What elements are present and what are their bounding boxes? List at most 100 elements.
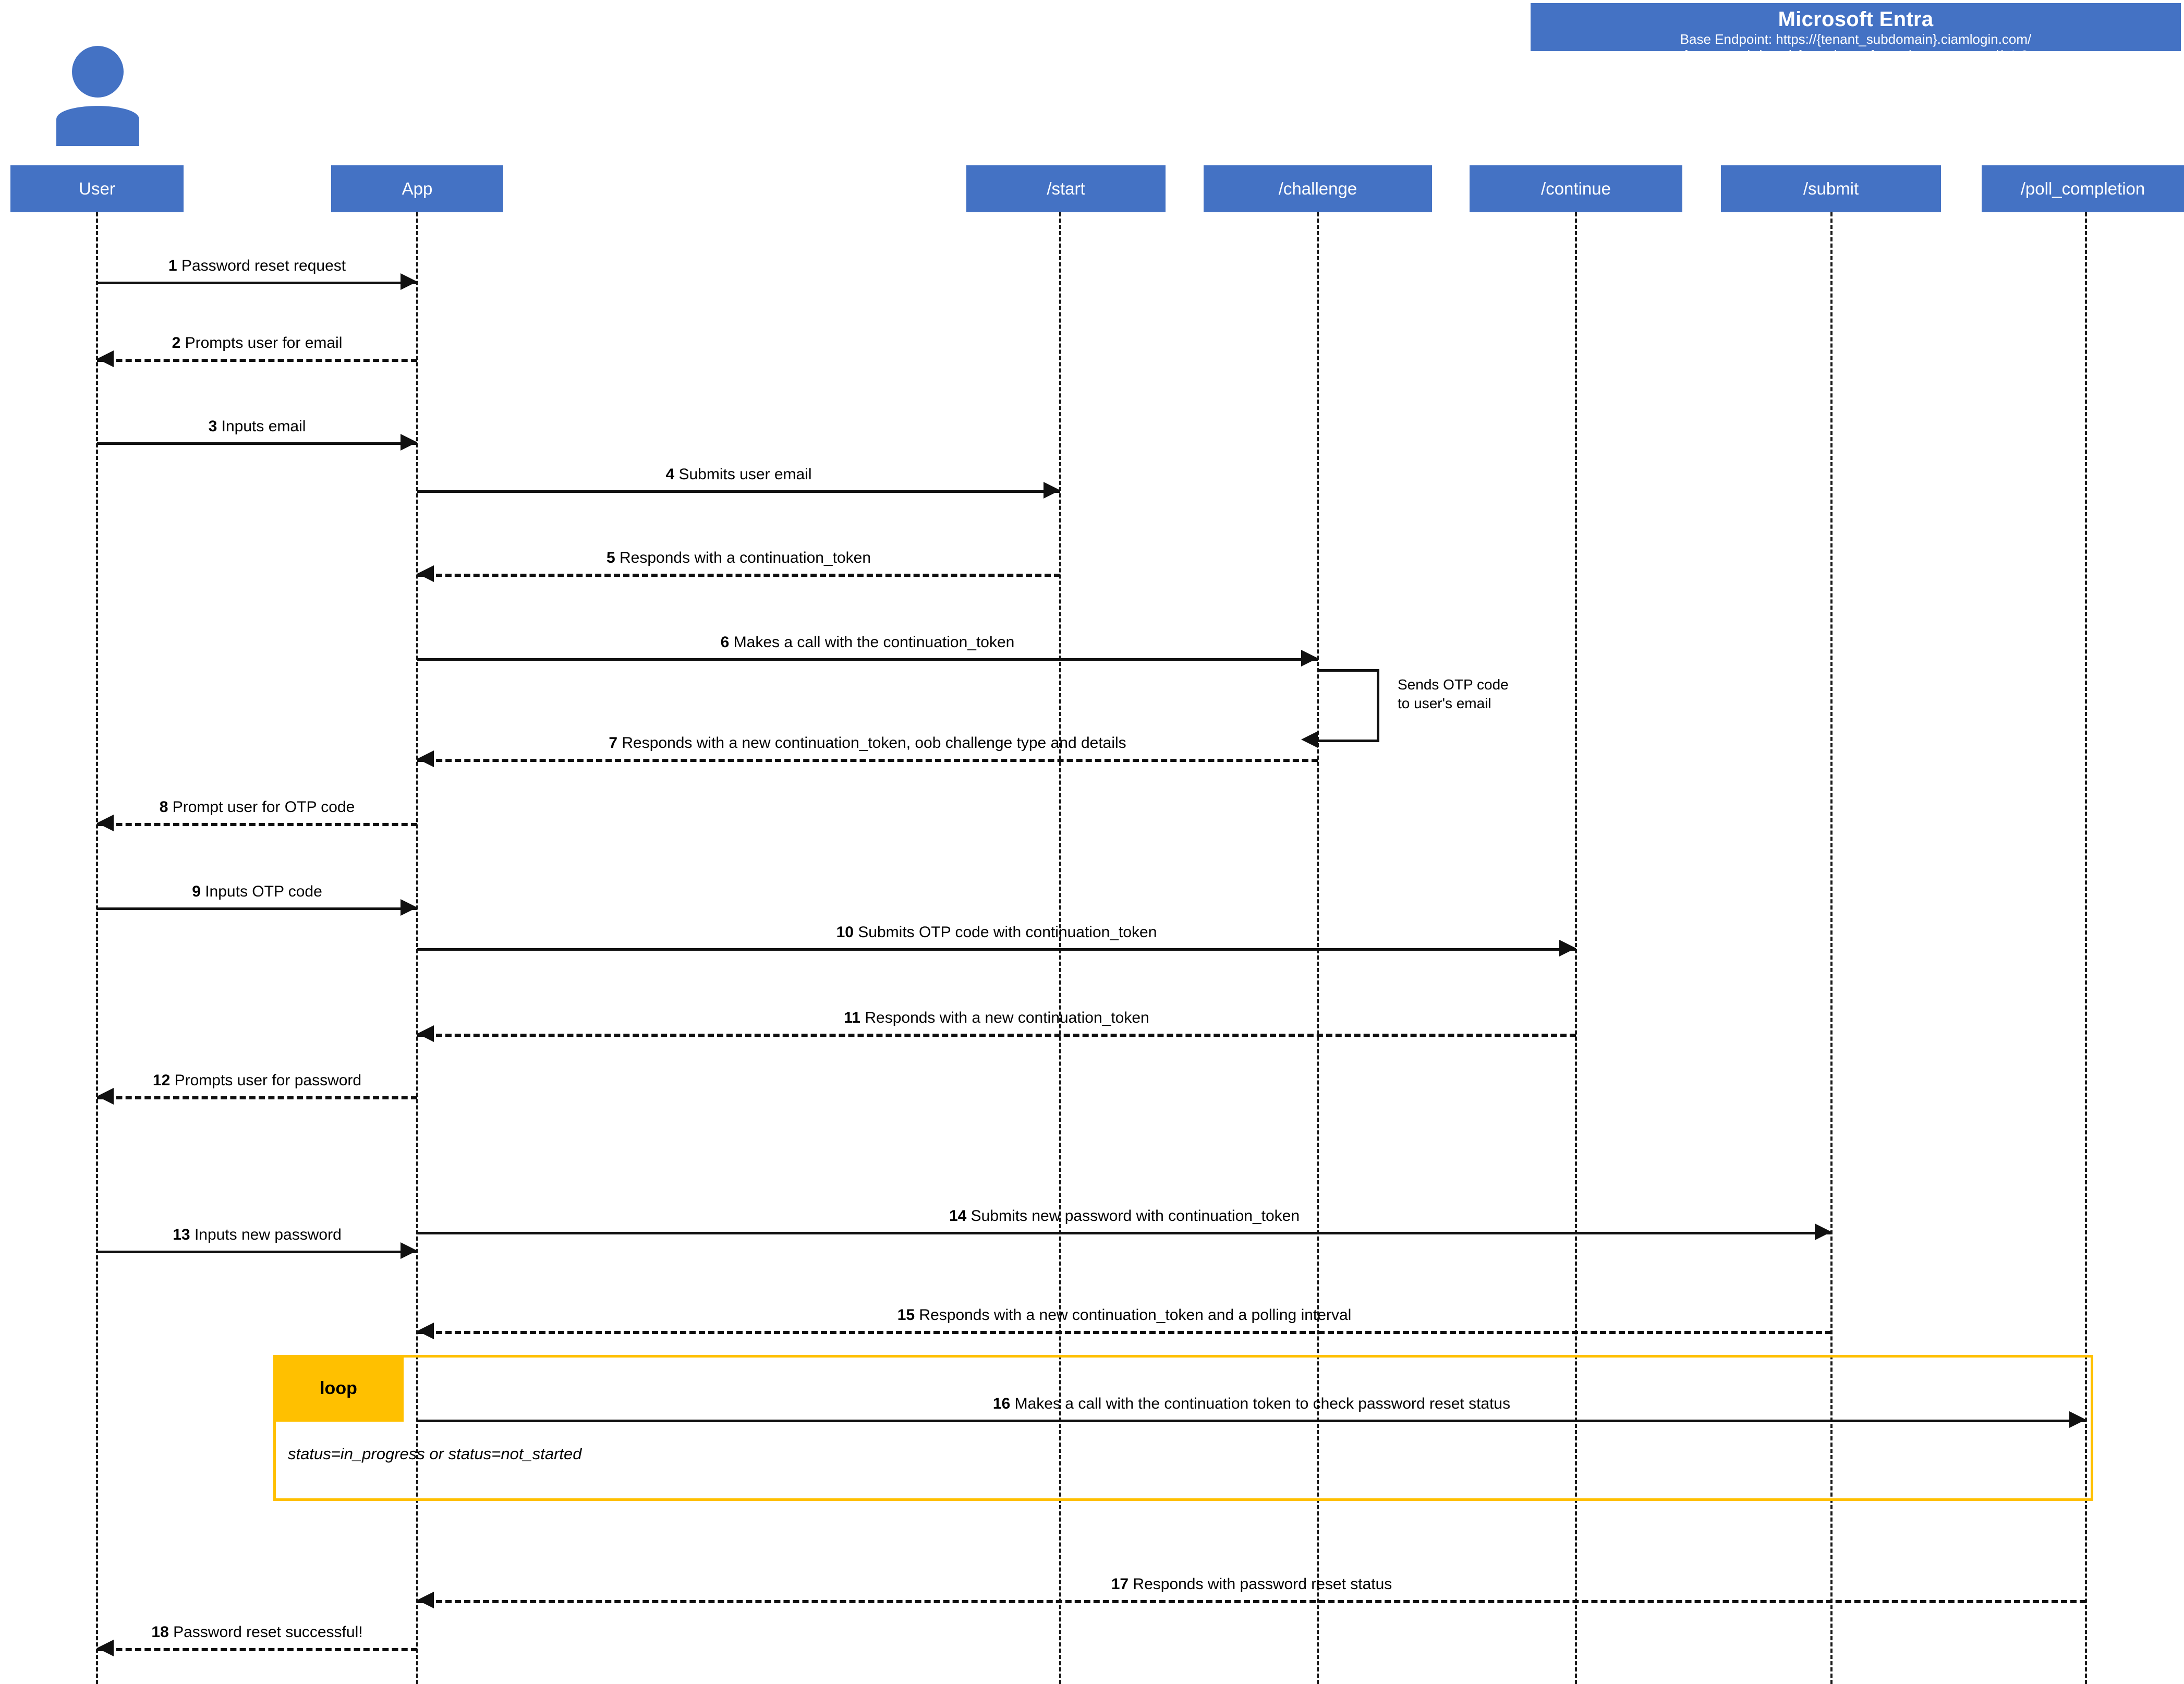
participant-box-start[interactable]: /start bbox=[966, 165, 1166, 212]
message-line-8 bbox=[97, 823, 417, 826]
participant-box-app[interactable]: App bbox=[331, 165, 503, 212]
lifeline-poll_completion bbox=[2085, 212, 2087, 1684]
message-arrowhead-icon-14 bbox=[1815, 1223, 1831, 1240]
message-line-16 bbox=[417, 1420, 2086, 1422]
message-text-14: Submits new password with continuation_t… bbox=[970, 1207, 1300, 1225]
message-line-2 bbox=[97, 359, 417, 362]
message-text-12: Prompts user for password bbox=[174, 1072, 362, 1089]
message-text-7: Responds with a new continuation_token, … bbox=[622, 734, 1126, 752]
message-text-2: Prompts user for email bbox=[185, 334, 343, 352]
message-line-6 bbox=[417, 658, 1318, 661]
message-number-16: 16 bbox=[992, 1395, 1011, 1412]
message-text-1: Password reset request bbox=[181, 257, 346, 274]
message-text-17: Responds with password reset status bbox=[1133, 1576, 1392, 1593]
entra-banner-subtitle-line1: Base Endpoint: https://{tenant_subdomain… bbox=[1680, 31, 2032, 47]
participant-box-poll_completion[interactable]: /poll_completion bbox=[1982, 165, 2184, 212]
message-text-5: Responds with a continuation_token bbox=[620, 549, 871, 566]
message-text-11: Responds with a new continuation_token bbox=[865, 1009, 1149, 1026]
message-arrowhead-icon-8 bbox=[97, 815, 114, 831]
message-line-15 bbox=[417, 1331, 1831, 1334]
message-line-5 bbox=[417, 574, 1060, 577]
message-label-6: 6 Makes a call with the continuation_tok… bbox=[417, 633, 1318, 652]
message-line-3 bbox=[97, 442, 417, 445]
message-label-12: 12 Prompts user for password bbox=[97, 1071, 417, 1090]
participant-box-continue[interactable]: /continue bbox=[1470, 165, 1682, 212]
entra-banner-title: Microsoft Entra bbox=[1778, 8, 1934, 31]
loop-fragment-tab: loop bbox=[273, 1355, 404, 1422]
participant-label-app: App bbox=[402, 179, 433, 198]
message-line-12 bbox=[97, 1096, 417, 1099]
message-number-5: 5 bbox=[606, 549, 615, 566]
message-label-8: 8 Prompt user for OTP code bbox=[97, 798, 417, 817]
message-text-10: Submits OTP code with continuation_token bbox=[858, 924, 1157, 941]
message-arrowhead-icon-5 bbox=[417, 565, 434, 582]
message-line-4 bbox=[417, 490, 1060, 493]
message-arrowhead-icon-10 bbox=[1559, 940, 1576, 956]
message-number-11: 11 bbox=[844, 1009, 860, 1026]
message-label-2: 2 Prompts user for email bbox=[97, 334, 417, 353]
message-label-18: 18 Password reset successful! bbox=[97, 1623, 417, 1642]
message-arrowhead-icon-6 bbox=[1301, 650, 1318, 667]
participant-label-submit: /submit bbox=[1803, 179, 1859, 198]
message-text-3: Inputs email bbox=[221, 418, 306, 435]
message-label-3: 3 Inputs email bbox=[97, 417, 417, 436]
message-label-15: 15 Responds with a new continuation_toke… bbox=[417, 1306, 1831, 1325]
user-actor-icon bbox=[56, 46, 139, 146]
participant-label-poll_completion: /poll_completion bbox=[2020, 179, 2145, 198]
entra-banner-subtitle-line2: {tenant_subdomain}.onmicrosoft.com/reset… bbox=[1683, 47, 2029, 63]
message-line-11 bbox=[417, 1034, 1576, 1037]
message-arrowhead-icon-3 bbox=[401, 434, 417, 451]
message-number-12: 12 bbox=[152, 1072, 171, 1089]
message-text-18: Password reset successful! bbox=[173, 1624, 363, 1641]
message-arrowhead-icon-17 bbox=[417, 1592, 434, 1608]
message-label-16: 16 Makes a call with the continuation to… bbox=[417, 1395, 2086, 1413]
message-line-9 bbox=[97, 907, 417, 910]
participant-label-challenge: /challenge bbox=[1278, 179, 1357, 198]
lifeline-user bbox=[96, 212, 98, 1684]
message-arrowhead-icon-9 bbox=[401, 899, 417, 916]
message-arrowhead-icon-2 bbox=[97, 350, 114, 367]
message-number-8: 8 bbox=[159, 798, 168, 816]
loop-fragment-label: loop bbox=[320, 1378, 357, 1398]
message-number-1: 1 bbox=[168, 257, 177, 274]
message-label-5: 5 Responds with a continuation_token bbox=[417, 549, 1060, 567]
message-text-15: Responds with a new continuation_token a… bbox=[919, 1306, 1352, 1324]
participant-label-user: User bbox=[79, 179, 115, 198]
message-number-9: 9 bbox=[192, 883, 201, 900]
message-number-2: 2 bbox=[172, 334, 181, 352]
message-arrowhead-icon-18 bbox=[97, 1640, 114, 1656]
message-number-14: 14 bbox=[949, 1207, 967, 1225]
message-line-1 bbox=[97, 282, 417, 284]
message-label-9: 9 Inputs OTP code bbox=[97, 882, 417, 901]
challenge-self-call bbox=[1301, 669, 1379, 748]
message-label-14: 14 Submits new password with continuatio… bbox=[417, 1207, 1831, 1226]
message-number-4: 4 bbox=[665, 466, 675, 483]
message-line-7 bbox=[417, 759, 1318, 762]
message-number-18: 18 bbox=[151, 1624, 169, 1641]
participant-box-user[interactable]: User bbox=[10, 165, 184, 212]
participant-box-submit[interactable]: /submit bbox=[1721, 165, 1941, 212]
self-call-note: Sends OTP code to user's email bbox=[1398, 675, 1509, 713]
entra-banner: Microsoft Entra Base Endpoint: https://{… bbox=[1531, 3, 2181, 63]
message-line-13 bbox=[97, 1251, 417, 1253]
message-label-17: 17 Responds with password reset status bbox=[417, 1575, 2086, 1594]
self-call-note-line2: to user's email bbox=[1398, 695, 1491, 711]
loop-fragment-frame bbox=[273, 1355, 2093, 1501]
lifeline-submit bbox=[1830, 212, 1833, 1684]
message-line-17 bbox=[417, 1600, 2086, 1603]
participant-box-challenge[interactable]: /challenge bbox=[1204, 165, 1432, 212]
participant-label-start: /start bbox=[1047, 179, 1085, 198]
message-arrowhead-icon-11 bbox=[417, 1025, 434, 1042]
participant-label-continue: /continue bbox=[1541, 179, 1611, 198]
self-call-note-line1: Sends OTP code bbox=[1398, 676, 1509, 693]
message-label-4: 4 Submits user email bbox=[417, 465, 1060, 484]
message-arrowhead-icon-15 bbox=[417, 1323, 434, 1339]
message-text-6: Makes a call with the continuation_token bbox=[733, 634, 1015, 651]
message-line-18 bbox=[97, 1648, 417, 1651]
message-label-10: 10 Submits OTP code with continuation_to… bbox=[417, 923, 1576, 942]
message-text-9: Inputs OTP code bbox=[205, 883, 322, 900]
message-number-10: 10 bbox=[836, 924, 854, 941]
message-text-4: Submits user email bbox=[678, 466, 812, 483]
message-arrowhead-icon-4 bbox=[1044, 482, 1060, 499]
